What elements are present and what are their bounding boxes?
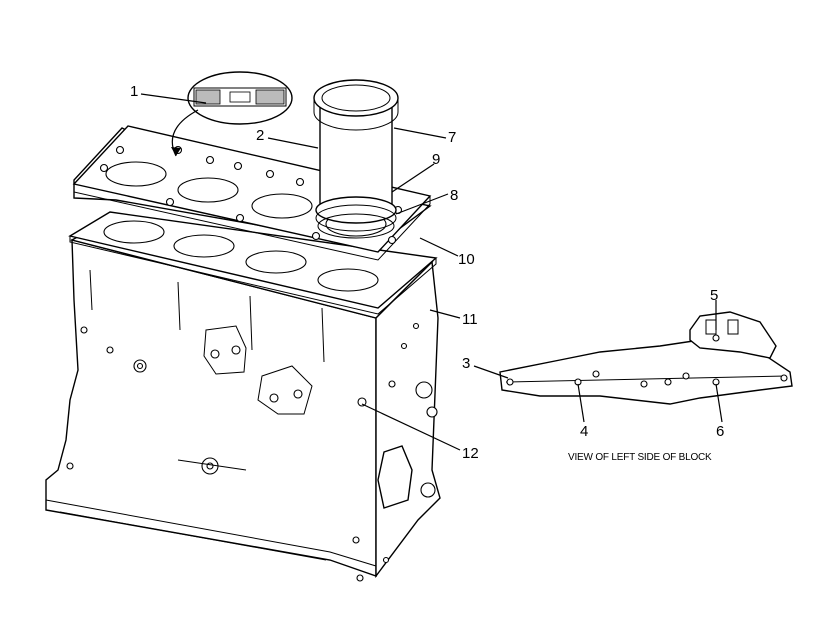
callout-10: 10 bbox=[458, 251, 475, 268]
view-caption: VIEW OF LEFT SIDE OF BLOCK bbox=[568, 452, 712, 463]
callout-6: 6 bbox=[716, 423, 724, 440]
callout-1: 1 bbox=[130, 83, 138, 100]
left-side-view bbox=[499, 311, 793, 405]
leader-lines bbox=[140, 93, 723, 451]
lower-head-gasket bbox=[68, 211, 438, 315]
callout-9: 9 bbox=[432, 151, 440, 168]
callout-2: 2 bbox=[256, 127, 264, 144]
callout-4: 4 bbox=[580, 423, 588, 440]
callout-3: 3 bbox=[462, 355, 470, 372]
gasket-section-detail bbox=[171, 71, 293, 157]
callout-8: 8 bbox=[450, 187, 458, 204]
cylinder-liner bbox=[313, 79, 399, 239]
callout-11: 11 bbox=[462, 311, 478, 328]
callout-7: 7 bbox=[448, 129, 456, 146]
callout-5: 5 bbox=[710, 287, 718, 304]
callout-12: 12 bbox=[462, 445, 479, 462]
